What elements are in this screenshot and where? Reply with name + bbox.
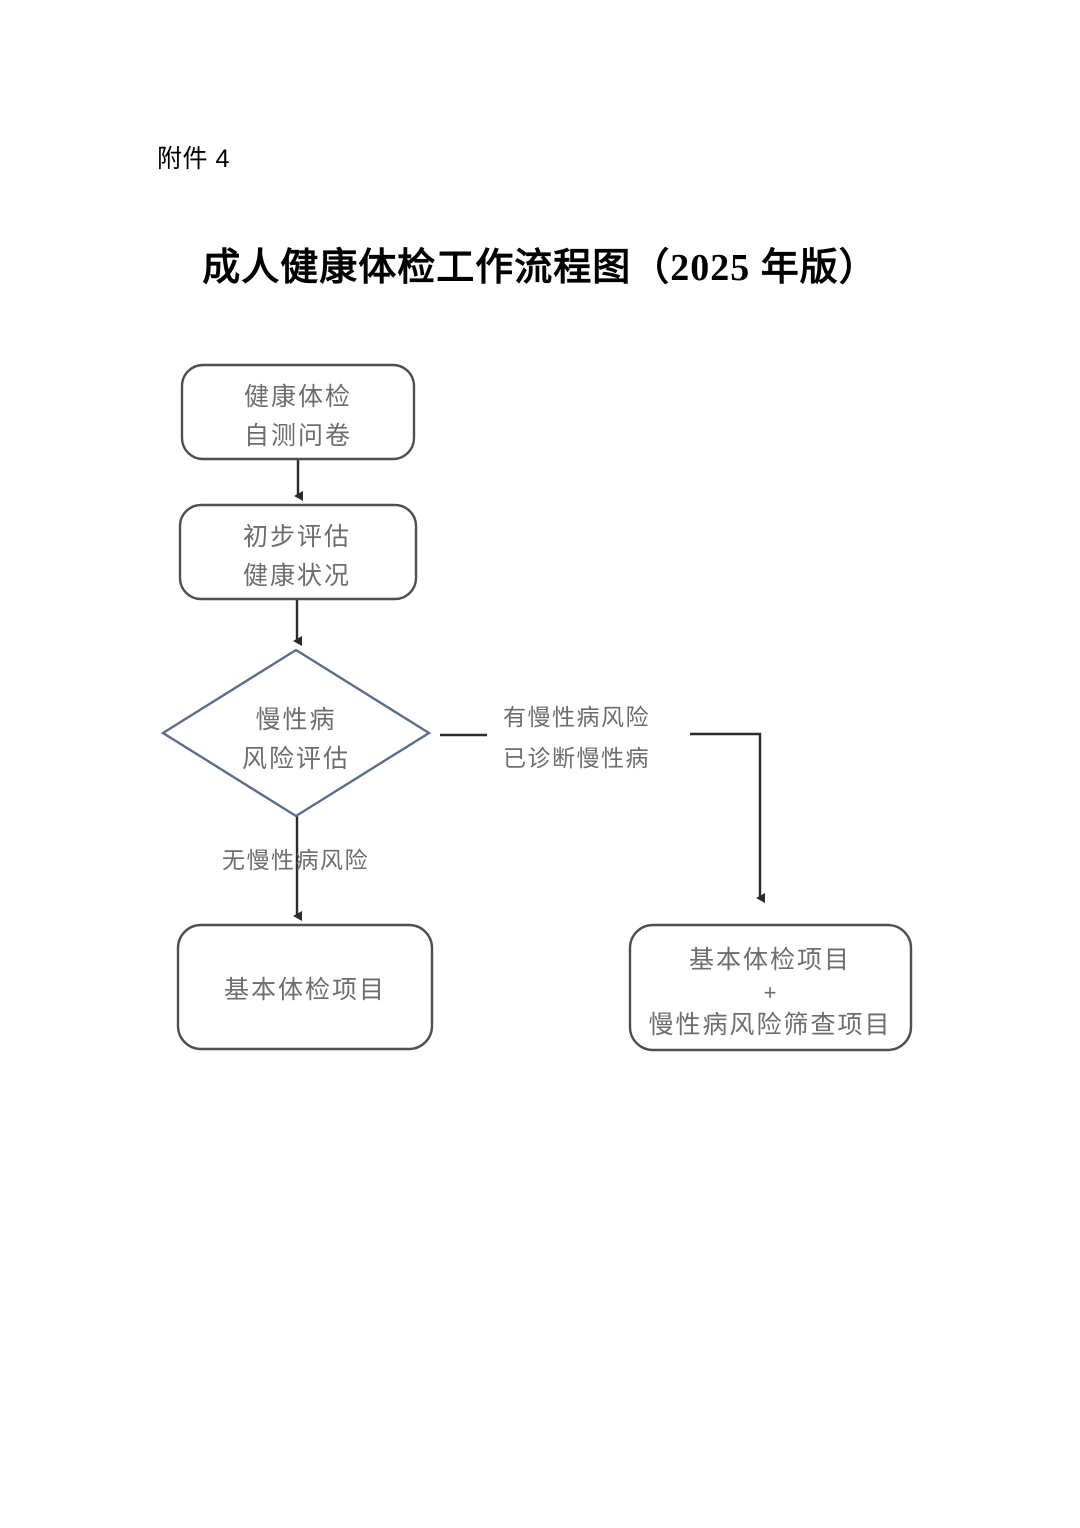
edge-label-no-chronic-risk: 无慢性病风险 [222, 847, 369, 873]
node-chronic-risk-decision[interactable]: 慢性病 风险评估 [160, 648, 432, 818]
node-shape [178, 503, 418, 601]
node-label-line1: 健康体检 [244, 383, 352, 411]
node-label-plus: + [764, 980, 777, 1005]
attachment-label: 附件 4 [157, 145, 230, 173]
node-label-line1: 慢性病 [255, 706, 336, 734]
edge-label-line1: 无慢性病风险 [222, 847, 369, 873]
node-label-line2: 风险评估 [242, 745, 350, 773]
node-label-line1: 基本体检项目 [689, 946, 851, 974]
edge-label-has-chronic-risk: 有慢性病风险 已诊断慢性病 [503, 704, 650, 771]
node-label-line1: 初步评估 [243, 523, 351, 551]
node-label-line2: 自测问卷 [244, 422, 352, 450]
node-initial-assessment[interactable]: 初步评估 健康状况 [178, 503, 418, 601]
edge-label-line1: 有慢性病风险 [503, 704, 650, 730]
node-shape [180, 363, 416, 461]
node-label-line2: 健康状况 [243, 562, 351, 590]
node-shape-diamond [160, 648, 432, 818]
node-label-line3: 慢性病风险筛查项目 [648, 1011, 891, 1039]
node-basic-exam-items[interactable]: 基本体检项目 [176, 923, 434, 1051]
page-title: 成人健康体检工作流程图（2025 年版） [202, 247, 878, 289]
connector-decision-to-combined [440, 732, 765, 903]
node-basic-plus-screening-items[interactable]: 基本体检项目 + 慢性病风险筛查项目 [628, 923, 913, 1052]
node-health-questionnaire[interactable]: 健康体检 自测问卷 [180, 363, 416, 461]
edge-label-line2: 已诊断慢性病 [503, 745, 650, 771]
node-shape [628, 923, 913, 1052]
connector-elbow [690, 732, 765, 903]
node-label-line1: 基本体检项目 [224, 976, 386, 1004]
node-shape [176, 923, 434, 1051]
